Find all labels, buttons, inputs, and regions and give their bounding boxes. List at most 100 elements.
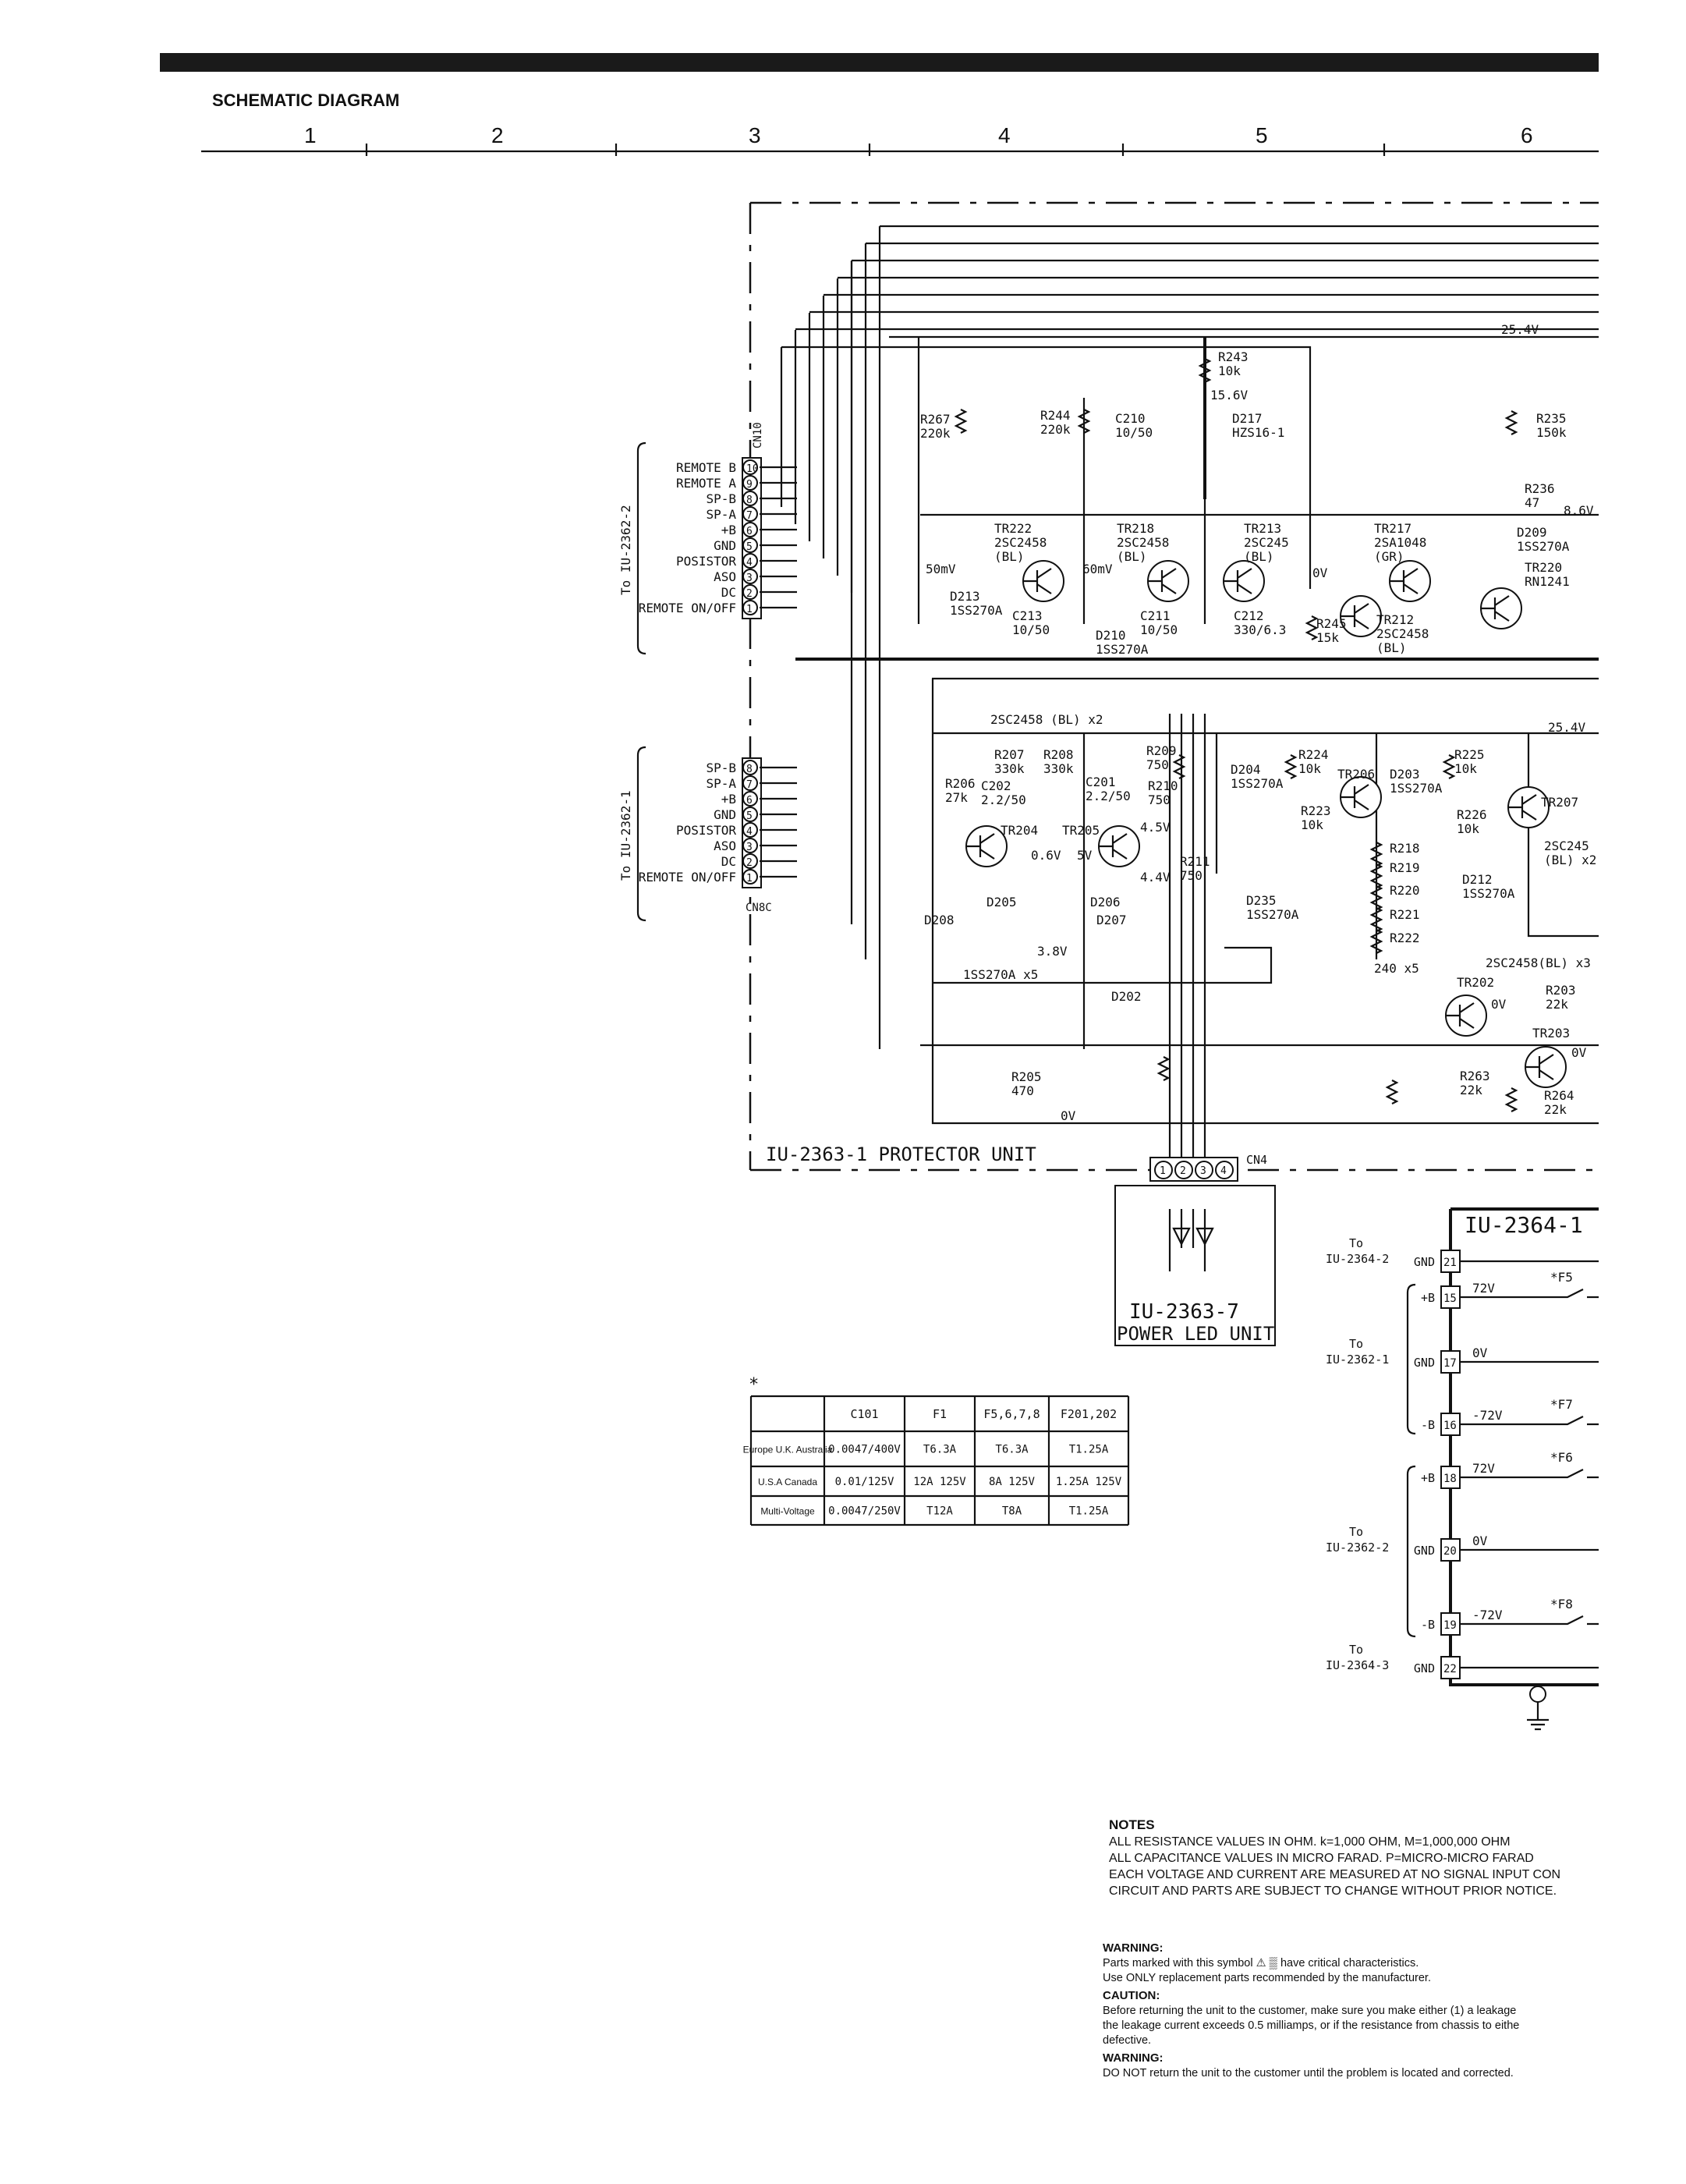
table-cell: T12A (926, 1505, 953, 1518)
transistor-leads (1341, 603, 1369, 629)
pin-circle (742, 584, 758, 600)
label-res240: 240 x5 (1374, 961, 1419, 976)
label-r220: R220 (1390, 883, 1420, 898)
psu-terminal-num: 22 (1443, 1663, 1457, 1675)
cn4-pin (1215, 1161, 1234, 1179)
grid-col-6: 6 (1521, 123, 1533, 147)
notes-title: NOTES (1109, 1817, 1155, 1832)
signal-bundle-verticals (780, 261, 853, 593)
fuse-link (1460, 1416, 1599, 1426)
psu-fuse: *F7 (1550, 1397, 1573, 1412)
pin-circle (742, 475, 758, 491)
psu-terminal-name: +B (1421, 1471, 1435, 1485)
label-v0a: 0V (1312, 566, 1328, 580)
pin-circle (742, 522, 758, 537)
header-bar (160, 53, 1599, 72)
pin-name: REMOTE B (676, 460, 736, 475)
pin-number: 4 (746, 557, 753, 569)
label-v0c: 0V (1491, 997, 1507, 1012)
pin-number: 6 (746, 526, 753, 537)
warning-title: WARNING: (1103, 1941, 1164, 1955)
cn4-pin (1195, 1161, 1213, 1179)
label-grp3: 2SC2458(BL) x3 (1486, 956, 1591, 970)
connector-brace (636, 746, 646, 922)
pin-circle (742, 807, 758, 822)
resistor-zigzag (1369, 907, 1383, 932)
label-v38: 3.8V (1037, 944, 1068, 959)
connector-destination: To IU-2362-1 (618, 790, 633, 881)
resistor-zigzag (1369, 842, 1383, 867)
protector-unit-label: IU-2363-1 PROTECTOR UNIT (766, 1143, 1036, 1165)
d235-link (932, 946, 1273, 984)
table-header: F1 (933, 1407, 947, 1421)
resistor-zigzag (1504, 1087, 1518, 1112)
cn4-pin (1174, 1161, 1193, 1179)
note-line: ALL CAPACITANCE VALUES IN MICRO FARAD. P… (1109, 1852, 1534, 1865)
resistor-zigzag (1385, 1080, 1399, 1104)
pin-circle (742, 760, 758, 775)
pin-number: 7 (746, 779, 753, 791)
psu-voltage: -72V (1472, 1408, 1503, 1423)
pin-number: 2 (746, 857, 753, 869)
label-tr203: TR203 (1532, 1026, 1570, 1041)
table-cell: U.S.A Canada (758, 1477, 817, 1487)
page-title: SCHEMATIC DIAGRAM (212, 90, 399, 110)
label-grp2: 2SC245(BL) x2 (1544, 838, 1596, 867)
label-grp1: 2SC2458 (BL) x2 (990, 712, 1103, 727)
transistor-leads (1508, 794, 1537, 821)
psu-terminal (1440, 1612, 1461, 1636)
grid-col-5: 5 (1256, 123, 1268, 147)
psu-fuse: *F6 (1550, 1450, 1573, 1465)
grid-col-1: 1 (304, 123, 317, 147)
pin-number: 10 (746, 463, 759, 475)
psu-voltage: -72V (1472, 1608, 1503, 1622)
pin-number: 5 (746, 541, 753, 553)
resistor-zigzag (1369, 885, 1383, 910)
resistor-zigzag (1156, 1056, 1171, 1081)
caution-line: the leakage current exceeds 0.5 milliamp… (1103, 2019, 1519, 2032)
label-d202: D202 (1111, 989, 1142, 1004)
grid-col-4: 4 (998, 123, 1011, 147)
pin-number: 2 (746, 588, 753, 600)
pin-name: SP-A (706, 776, 736, 791)
note-line: ALL RESISTANCE VALUES IN OHM. k=1,000 OH… (1109, 1835, 1511, 1849)
table-cell: 0.0047/250V (828, 1505, 901, 1518)
transistor-leads (1148, 568, 1177, 594)
label-d205: D205 (986, 895, 1017, 909)
pin-number: 5 (746, 810, 753, 822)
connector-label: CN10 (752, 422, 764, 448)
pin-name: ASO (714, 838, 736, 853)
resistor-zigzag (1442, 754, 1456, 779)
upper-branches (917, 337, 1206, 624)
connector-destination: To IU-2362-2 (618, 505, 633, 595)
psu-fuse: *F5 (1550, 1270, 1573, 1285)
pin-name: GND (714, 538, 736, 553)
label-v5: 5V (1077, 848, 1093, 863)
pin-circle (742, 838, 758, 853)
pin-circle (742, 491, 758, 506)
